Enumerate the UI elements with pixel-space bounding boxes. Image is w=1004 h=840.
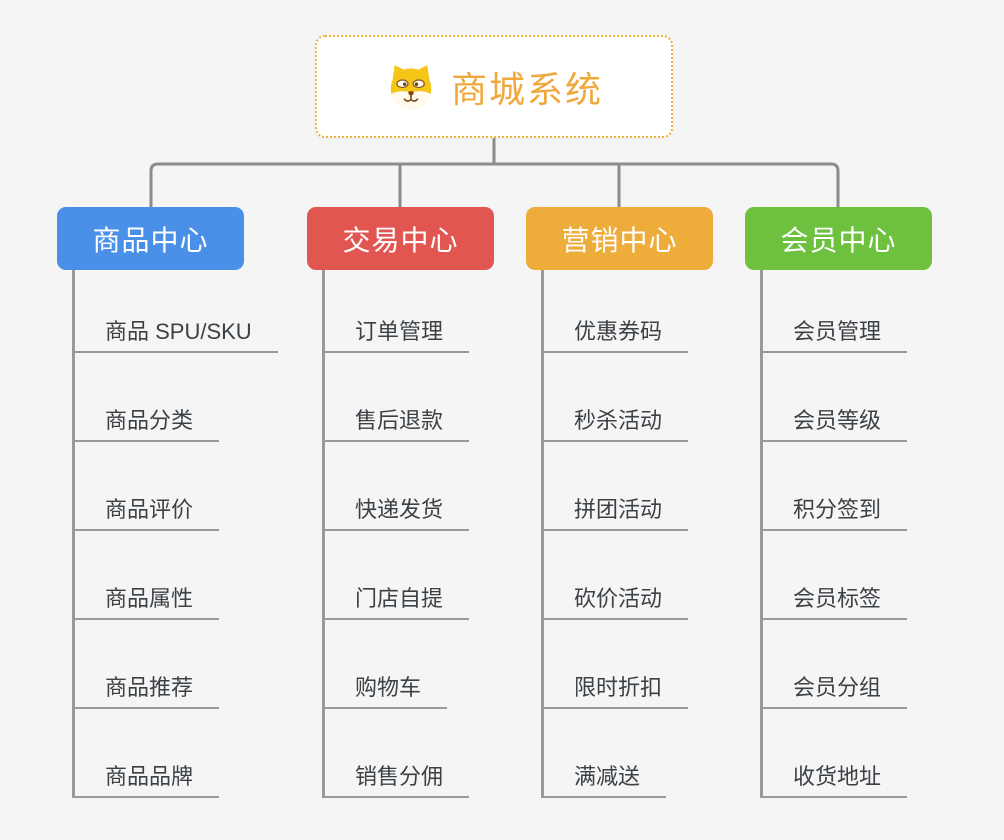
- mindmap-leaf-node-trade-center-3[interactable]: 门店自提: [322, 582, 470, 620]
- mindmap-leaf-node-product-center-1[interactable]: 商品分类: [72, 404, 220, 442]
- mindmap-leaf-node-product-center-2[interactable]: 商品评价: [72, 493, 220, 531]
- branch-spine-line: [760, 270, 763, 798]
- mindmap-leaf-node-product-center-0[interactable]: 商品 SPU/SKU: [72, 315, 278, 353]
- mindmap-leaf-node-member-center-2[interactable]: 积分签到: [760, 493, 908, 531]
- branch-product-center: 商品中心 商品 SPU/SKU 商品分类商品评价商品属性商品推荐商品品牌: [57, 0, 307, 840]
- branch-children-list: 会员管理会员等级积分签到会员标签会员分组收货地址: [745, 0, 995, 840]
- mindmap-leaf-node-member-center-3[interactable]: 会员标签: [760, 582, 908, 620]
- mindmap-leaf-node-marketing-center-3[interactable]: 砍价活动: [541, 582, 689, 620]
- mindmap-leaf-node-marketing-center-2[interactable]: 拼团活动: [541, 493, 689, 531]
- branch-spine-line: [72, 270, 75, 798]
- root-node-title: 商城系统: [450, 68, 603, 110]
- mindmap-leaf-node-member-center-4[interactable]: 会员分组: [760, 671, 908, 709]
- mindmap-leaf-node-marketing-center-4[interactable]: 限时折扣: [541, 671, 689, 709]
- branch-children-list: 商品 SPU/SKU 商品分类商品评价商品属性商品推荐商品品牌: [57, 0, 307, 840]
- mindmap-leaf-node-trade-center-5[interactable]: 销售分佣: [322, 760, 470, 798]
- branch-spine-line: [541, 270, 544, 798]
- mindmap-leaf-node-member-center-5[interactable]: 收货地址: [760, 760, 908, 798]
- branch-trade-center: 交易中心 订单管理售后退款快递发货门店自提购物车销售分佣: [307, 0, 557, 840]
- mindmap-leaf-node-trade-center-4[interactable]: 购物车: [322, 671, 448, 709]
- mindmap-leaf-node-marketing-center-1[interactable]: 秒杀活动: [541, 404, 689, 442]
- branch-header-marketing-center[interactable]: 营销中心: [526, 207, 713, 270]
- branch-marketing-center: 营销中心 优惠券码秒杀活动拼团活动砍价活动限时折扣满减送: [526, 0, 776, 840]
- mindmap-leaf-node-trade-center-2[interactable]: 快递发货: [322, 493, 470, 531]
- mindmap-leaf-node-product-center-4[interactable]: 商品推荐: [72, 671, 220, 709]
- mindmap-leaf-node-marketing-center-5[interactable]: 满减送: [541, 760, 667, 798]
- branch-header-product-center[interactable]: 商品中心: [57, 207, 244, 270]
- branch-member-center: 会员中心 会员管理会员等级积分签到会员标签会员分组收货地址: [745, 0, 995, 840]
- mindmap-leaf-node-member-center-1[interactable]: 会员等级: [760, 404, 908, 442]
- branch-label: 商品中心: [92, 224, 209, 256]
- branch-header-trade-center[interactable]: 交易中心: [307, 207, 494, 270]
- mindmap-leaf-node-trade-center-1[interactable]: 售后退款: [322, 404, 470, 442]
- branch-children-list: 优惠券码秒杀活动拼团活动砍价活动限时折扣满减送: [526, 0, 776, 840]
- mindmap-leaf-node-member-center-0[interactable]: 会员管理: [760, 315, 908, 353]
- mindmap-leaf-node-product-center-3[interactable]: 商品属性: [72, 582, 220, 620]
- mindmap-leaf-node-trade-center-0[interactable]: 订单管理: [322, 315, 470, 353]
- branch-children-list: 订单管理售后退款快递发货门店自提购物车销售分佣: [307, 0, 557, 840]
- branch-label: 营销中心: [561, 224, 678, 256]
- mindmap-leaf-node-marketing-center-0[interactable]: 优惠券码: [541, 315, 689, 353]
- branch-spine-line: [322, 270, 325, 798]
- branch-label: 会员中心: [780, 224, 897, 256]
- mindmap-leaf-node-product-center-5[interactable]: 商品品牌: [72, 760, 220, 798]
- branch-label: 交易中心: [342, 224, 459, 256]
- branch-header-member-center[interactable]: 会员中心: [745, 207, 932, 270]
- dog-face-icon: [390, 64, 432, 109]
- root-node[interactable]: 商城系统: [315, 35, 673, 138]
